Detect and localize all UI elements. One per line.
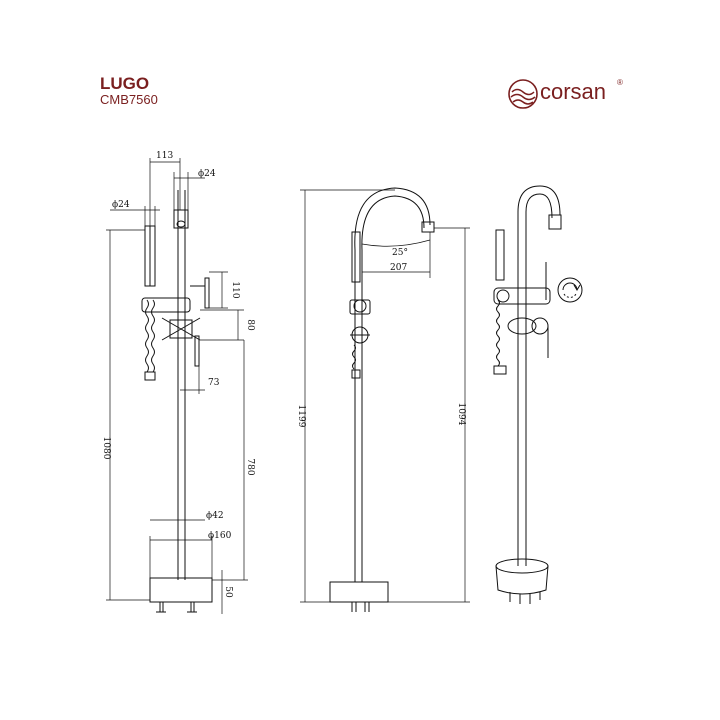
dim-80: 80 — [245, 319, 255, 331]
front-dimension-lines — [106, 158, 248, 614]
dim-1080: 1080 — [101, 437, 111, 460]
dim-riser-diameter: ϕ42 — [206, 511, 224, 521]
dim-113: 113 — [156, 151, 173, 161]
product-model: CMB7560 — [100, 92, 158, 107]
dim-73: 73 — [208, 378, 220, 388]
rotation-icon — [557, 277, 583, 303]
dim-1199: 1199 — [296, 405, 306, 428]
dim-spout-angle: 25° — [392, 248, 408, 258]
dim-207: 207 — [390, 263, 407, 273]
front-view — [141, 190, 213, 613]
perspective-view — [493, 185, 562, 604]
wave-logo-icon — [508, 79, 538, 109]
dim-50: 50 — [223, 586, 233, 598]
dim-1094: 1094 — [456, 403, 466, 426]
brand-logo: corsan ® — [504, 76, 644, 116]
dim-handshower-diameter: ϕ24 — [112, 200, 130, 210]
side-view — [329, 187, 435, 612]
dim-spout-diameter: ϕ24 — [198, 169, 216, 179]
brand-name: corsan — [540, 79, 607, 104]
dim-base-diameter: ϕ160 — [208, 531, 232, 541]
side-dimension-lines — [300, 189, 470, 603]
dim-110: 110 — [230, 281, 240, 298]
product-name: LUGO — [100, 74, 150, 93]
brand-registered-mark: ® — [617, 78, 623, 87]
dim-780: 780 — [245, 458, 255, 475]
